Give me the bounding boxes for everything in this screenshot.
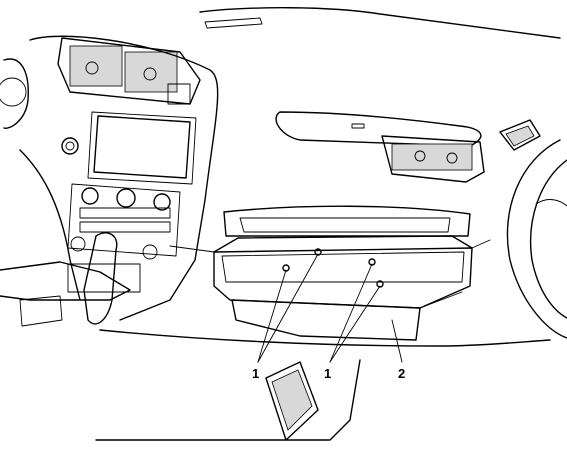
lower-dash-edge xyxy=(99,329,551,347)
screw-left-upper xyxy=(314,248,322,256)
glove-box-interior xyxy=(239,217,451,233)
passenger-vent-housing xyxy=(381,135,485,183)
instrument-cluster xyxy=(3,58,29,129)
side-vent-right-grille xyxy=(505,125,535,147)
console-storage xyxy=(67,263,141,293)
floor-line xyxy=(95,359,361,441)
hazard-buttons xyxy=(167,83,191,105)
leader-1-left-a xyxy=(257,253,319,363)
center-vent-grille-right xyxy=(124,51,178,93)
control-knob-lower-left xyxy=(70,236,86,252)
screw-right-lower xyxy=(376,280,384,288)
passenger-vent-knob-right xyxy=(446,152,458,164)
button-row-2 xyxy=(79,221,171,233)
glove-box-opening xyxy=(223,205,471,237)
center-stack-left-edge xyxy=(19,149,81,301)
airbag-label xyxy=(351,123,365,129)
guide-line-left xyxy=(169,245,215,253)
display-bezel xyxy=(87,111,197,185)
callout-1-right: 1 xyxy=(324,366,331,381)
steering-hub xyxy=(535,199,567,207)
control-panel xyxy=(67,183,181,257)
button-row-1 xyxy=(79,207,171,219)
guide-line-right xyxy=(471,239,491,249)
callout-1-left: 1 xyxy=(252,366,259,381)
side-vent-right xyxy=(499,119,541,151)
vent-knob-right xyxy=(143,67,157,81)
glove-box-tray xyxy=(213,247,473,309)
control-knob-center xyxy=(116,188,136,208)
vent-knob-left xyxy=(85,61,99,75)
passenger-vent-grille xyxy=(391,143,473,171)
round-side-vent-inner xyxy=(65,141,75,151)
center-vent-grille-left xyxy=(69,45,123,87)
glove-box-door xyxy=(231,299,421,341)
round-side-vent xyxy=(61,137,79,155)
leader-1-right-a xyxy=(329,263,373,363)
guide-line-lower xyxy=(419,291,463,309)
control-knob-left xyxy=(81,187,99,205)
gear-shifter xyxy=(83,232,118,325)
passenger-dash-trim xyxy=(275,111,482,147)
control-knob-lower-right xyxy=(142,244,158,260)
glove-box-top-rim xyxy=(213,235,473,253)
center-stack-outline xyxy=(29,35,219,321)
center-console xyxy=(0,261,131,301)
gauge xyxy=(0,77,27,107)
console-switches xyxy=(19,295,63,327)
control-knob-right xyxy=(153,193,171,211)
steering-wheel xyxy=(506,139,567,339)
passenger-vent-knob-left xyxy=(414,150,426,162)
callout-2: 2 xyxy=(398,366,405,381)
infotainment-display xyxy=(93,115,191,179)
defroster-slot xyxy=(204,17,263,29)
steering-wheel-inner xyxy=(529,159,567,319)
dash-top-edge xyxy=(199,7,561,39)
leader-1-right-b xyxy=(329,285,381,363)
leader-2 xyxy=(391,319,403,363)
kick-panel xyxy=(265,361,319,441)
kick-panel-vent xyxy=(271,369,313,431)
leader-1-left-b xyxy=(257,269,287,363)
glove-box-inner-wall xyxy=(221,251,465,283)
